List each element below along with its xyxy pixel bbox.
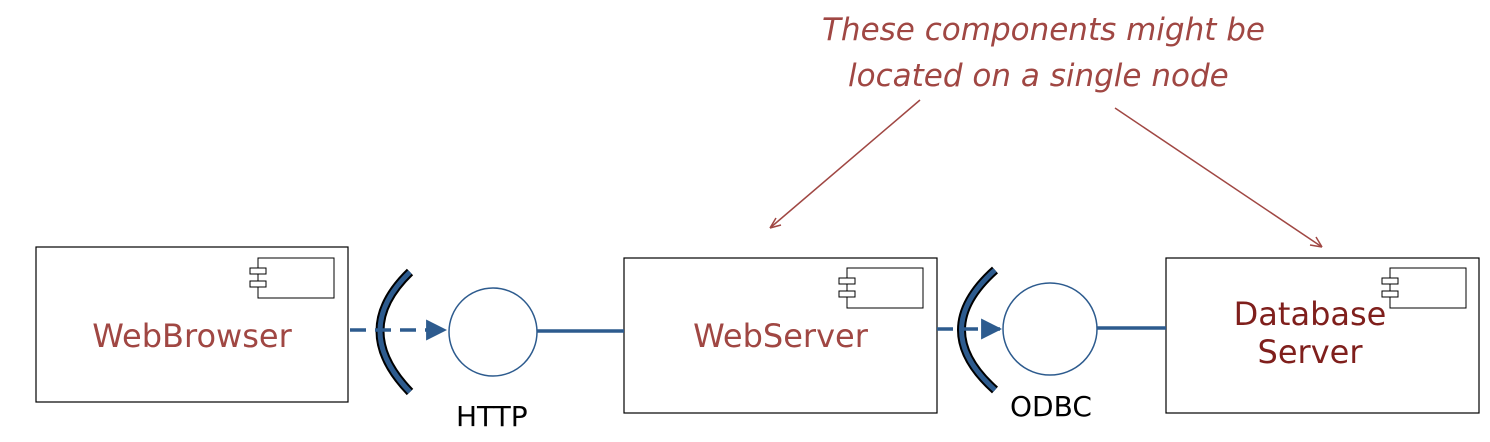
uml-component-icon <box>838 267 924 309</box>
http-provided-interface <box>448 287 624 377</box>
note-line-2: located on a single node <box>848 58 1229 94</box>
uml-component-icon <box>249 257 335 299</box>
database-server-label: Database Server <box>1210 295 1410 371</box>
annotation-arrow-database <box>1114 107 1323 248</box>
webserver-label: WebServer <box>693 317 868 355</box>
database-label-line-1: Database <box>1233 295 1387 333</box>
odbc-label: ODBC <box>1010 390 1092 423</box>
http-required-socket <box>375 268 414 396</box>
annotation-arrow-webserver <box>769 99 921 229</box>
webbrowser-label: WebBrowser <box>92 317 292 355</box>
odbc-required-socket <box>957 266 999 394</box>
uml-component-icon <box>1381 267 1467 309</box>
http-label: HTTP <box>456 400 528 433</box>
note-line-1: These components might be <box>822 12 1266 48</box>
odbc-provided-interface <box>1002 282 1166 376</box>
database-label-line-2: Server <box>1257 333 1363 371</box>
